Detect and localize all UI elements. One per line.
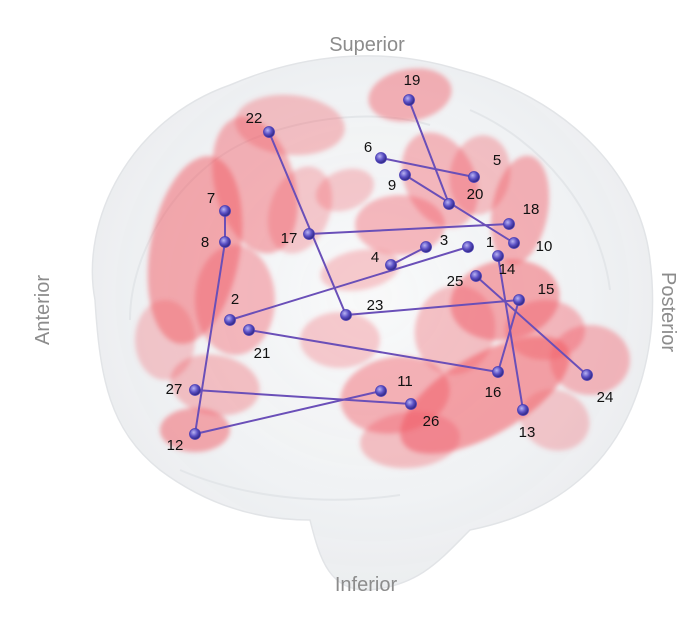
node-label-17: 17 (281, 230, 298, 247)
node-label-24: 24 (597, 389, 614, 406)
node-26 (405, 398, 417, 410)
activation-region (360, 411, 460, 469)
edge-8-12 (194, 241, 226, 435)
node-label-18: 18 (523, 201, 540, 218)
node-23 (340, 309, 352, 321)
node-label-19: 19 (404, 72, 421, 89)
node-label-5: 5 (493, 152, 501, 169)
node-label-14: 14 (499, 261, 516, 278)
node-label-15: 15 (538, 281, 555, 298)
activation-region (550, 325, 630, 395)
edge-25-24 (475, 275, 588, 376)
node-10 (508, 237, 520, 249)
node-17 (303, 228, 315, 240)
nodes (189, 94, 593, 440)
node-label-8: 8 (201, 234, 209, 251)
node-15 (513, 294, 525, 306)
node-5 (468, 171, 480, 183)
node-label-23: 23 (367, 297, 384, 314)
node-labels: 1234567891011121314151617181920212223242… (166, 72, 614, 454)
node-label-6: 6 (364, 139, 372, 156)
edge-17-18 (308, 223, 510, 235)
edge-12-11 (194, 390, 382, 435)
node-22 (263, 126, 275, 138)
connections (194, 99, 588, 435)
node-16 (492, 366, 504, 378)
node-label-1: 1 (486, 234, 494, 251)
node-12 (189, 428, 201, 440)
edge-2-1 (229, 246, 469, 321)
edge-4-3 (390, 246, 427, 266)
node-label-16: 16 (485, 384, 502, 401)
edge-21-16 (248, 329, 499, 373)
edge-19-20 (408, 99, 450, 205)
activation-region (135, 300, 195, 380)
node-14 (492, 250, 504, 262)
activation-region (315, 168, 375, 212)
node-18 (503, 218, 515, 230)
node-7 (219, 205, 231, 217)
node-2 (224, 314, 236, 326)
edge-9-10 (404, 174, 515, 244)
edge-23-15 (345, 299, 520, 316)
activation-region (300, 312, 380, 368)
label-inferior: Inferior (335, 574, 398, 596)
node-6 (375, 152, 387, 164)
node-4 (385, 259, 397, 271)
node-25 (470, 270, 482, 282)
node-8 (219, 236, 231, 248)
node-9 (399, 169, 411, 181)
edge-27-26 (194, 389, 412, 405)
label-superior: Superior (329, 34, 405, 56)
edge-6-5 (380, 157, 475, 178)
label-posterior: Posterior (657, 272, 679, 352)
label-anterior: Anterior (32, 275, 54, 345)
activation-region (195, 245, 275, 355)
activation-region (170, 354, 260, 416)
node-13 (517, 404, 529, 416)
node-label-10: 10 (536, 238, 553, 255)
node-label-21: 21 (254, 345, 271, 362)
edge-14-13 (497, 255, 524, 411)
node-label-12: 12 (167, 437, 184, 454)
node-label-25: 25 (447, 273, 464, 290)
node-label-11: 11 (397, 373, 413, 390)
node-24 (581, 369, 593, 381)
activation-region (267, 166, 333, 254)
node-19 (403, 94, 415, 106)
activation-region (320, 249, 400, 291)
activation-region (520, 389, 590, 451)
node-21 (243, 324, 255, 336)
node-27 (189, 384, 201, 396)
node-label-27: 27 (166, 381, 183, 398)
node-1 (462, 241, 474, 253)
node-label-9: 9 (388, 177, 396, 194)
node-label-20: 20 (467, 186, 484, 203)
edge-22-23 (268, 131, 347, 316)
node-label-26: 26 (423, 413, 440, 430)
node-label-13: 13 (519, 424, 536, 441)
node-label-3: 3 (440, 232, 448, 249)
node-3 (420, 241, 432, 253)
node-label-22: 22 (246, 110, 263, 127)
node-label-7: 7 (207, 190, 215, 207)
node-20 (443, 198, 455, 210)
node-11 (375, 385, 387, 397)
node-label-4: 4 (371, 249, 379, 266)
node-label-2: 2 (231, 291, 239, 308)
